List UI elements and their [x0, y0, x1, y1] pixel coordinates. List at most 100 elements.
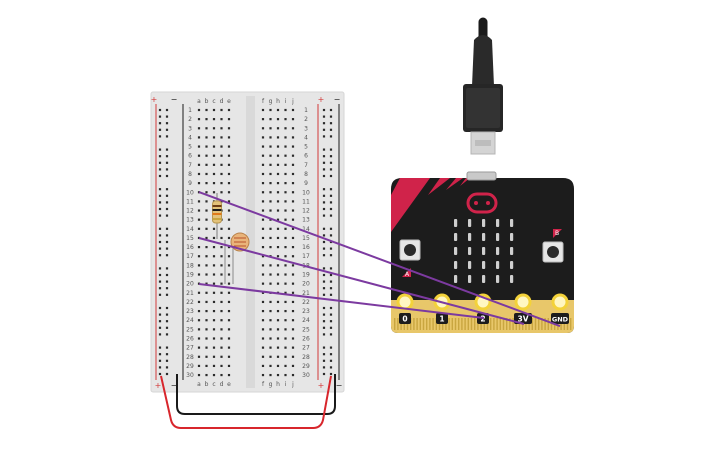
pin-label: 3V	[517, 315, 528, 324]
breadboard-hole	[197, 328, 201, 331]
row-label-left: 16	[186, 244, 194, 251]
breadboard-hole	[197, 236, 201, 240]
breadboard-hole	[220, 118, 223, 121]
breadboard-hole	[284, 355, 287, 358]
column-label: h	[276, 381, 280, 388]
breadboard-hole	[261, 136, 265, 139]
button-a-label: A	[405, 271, 410, 278]
rail-hole	[329, 207, 333, 211]
breadboard-hole	[291, 118, 295, 121]
breadboard-hole	[291, 191, 295, 194]
edge-connector-tick	[486, 318, 489, 330]
rail-hole	[322, 320, 326, 323]
breadboard-hole	[261, 191, 265, 194]
breadboard-hole	[197, 273, 201, 276]
column-label: j	[291, 98, 294, 105]
breadboard-hole	[291, 127, 295, 130]
breadboard-hole	[261, 282, 265, 285]
rail-hole	[165, 240, 169, 244]
button-a[interactable]	[399, 239, 421, 261]
column-label: e	[227, 381, 231, 388]
row-label-right: 20	[302, 281, 310, 288]
breadboard-hole	[212, 191, 216, 194]
rail-hole	[158, 346, 162, 349]
pin-pad[interactable]: GND	[551, 293, 569, 325]
rail-hole	[322, 240, 326, 244]
breadboard-hole	[291, 282, 295, 285]
rail-hole	[329, 359, 333, 362]
breadboard-hole	[284, 191, 287, 194]
rail-hole	[322, 254, 326, 257]
breadboard-hole	[276, 172, 280, 176]
breadboard-hole	[261, 264, 265, 267]
breadboard-hole	[284, 118, 287, 121]
rail-hole	[158, 234, 162, 237]
row-label-left: 23	[186, 308, 194, 315]
breadboard-hole	[197, 218, 201, 221]
led	[468, 247, 472, 255]
rail-hole	[158, 306, 162, 310]
breadboard-hole	[261, 337, 265, 340]
breadboard-hole	[197, 182, 201, 185]
breadboard-hole	[276, 108, 280, 112]
breadboard-hole	[197, 282, 201, 285]
rail-hole	[322, 207, 326, 211]
row-label-left: 18	[186, 262, 194, 269]
breadboard-hole	[205, 227, 208, 230]
breadboard-hole	[227, 291, 231, 294]
breadboard-hole	[284, 108, 287, 112]
led	[454, 219, 458, 227]
edge-connector-tick	[467, 318, 469, 330]
resistor	[212, 193, 222, 239]
row-label-left: 14	[186, 226, 194, 233]
breadboard-hole	[227, 364, 231, 368]
breadboard-hole	[269, 236, 272, 240]
rail-plus-label-left-top: +	[151, 95, 158, 104]
row-label-right: 16	[302, 244, 310, 251]
breadboard-hole	[291, 246, 295, 249]
breadboard-hole	[197, 255, 201, 258]
column-label: j	[291, 381, 294, 388]
rail-hole	[329, 254, 333, 257]
breadboard-hole	[212, 273, 216, 276]
pin-pad[interactable]: 3V	[514, 293, 532, 325]
rail-hole	[329, 122, 333, 125]
rail-plus-label-right-top: +	[318, 95, 325, 104]
rail-hole	[158, 135, 162, 138]
breadboard-hole	[261, 309, 265, 313]
breadboard-hole	[205, 300, 208, 304]
rail-hole	[165, 207, 169, 211]
pin-pad[interactable]: 2	[474, 293, 492, 325]
breadboard-hole	[227, 200, 231, 203]
edge-connector-tick	[502, 318, 505, 330]
row-label-right: 27	[302, 345, 310, 352]
breadboard-hole	[205, 328, 208, 331]
breadboard-hole	[197, 163, 201, 166]
breadboard-hole	[284, 337, 287, 340]
breadboard-hole	[205, 282, 208, 285]
row-label-left: 5	[188, 144, 192, 151]
wire-purple-row15-3v	[198, 237, 525, 325]
rail-hole	[329, 372, 333, 376]
breadboard-hole	[291, 328, 295, 331]
breadboard-hole	[261, 218, 265, 221]
wire-black-ground	[176, 374, 336, 415]
row-label-right: 8	[304, 171, 308, 178]
rail-hole	[322, 128, 326, 131]
breadboard-hole	[261, 118, 265, 121]
rail-hole	[322, 359, 326, 362]
rail-hole	[158, 148, 162, 151]
button-b[interactable]	[542, 241, 564, 263]
breadboard-hole	[205, 136, 208, 139]
breadboard-hole	[212, 346, 216, 349]
row-label-left: 24	[186, 317, 194, 324]
edge-connector-tick	[506, 318, 508, 330]
pin-pad[interactable]: 0	[396, 293, 414, 325]
breadboard-hole	[227, 218, 231, 221]
breadboard-hole	[220, 236, 223, 240]
rail-hole	[158, 115, 162, 118]
row-label-right: 17	[302, 253, 310, 260]
rail-hole	[165, 194, 169, 197]
breadboard-hole	[227, 127, 231, 130]
